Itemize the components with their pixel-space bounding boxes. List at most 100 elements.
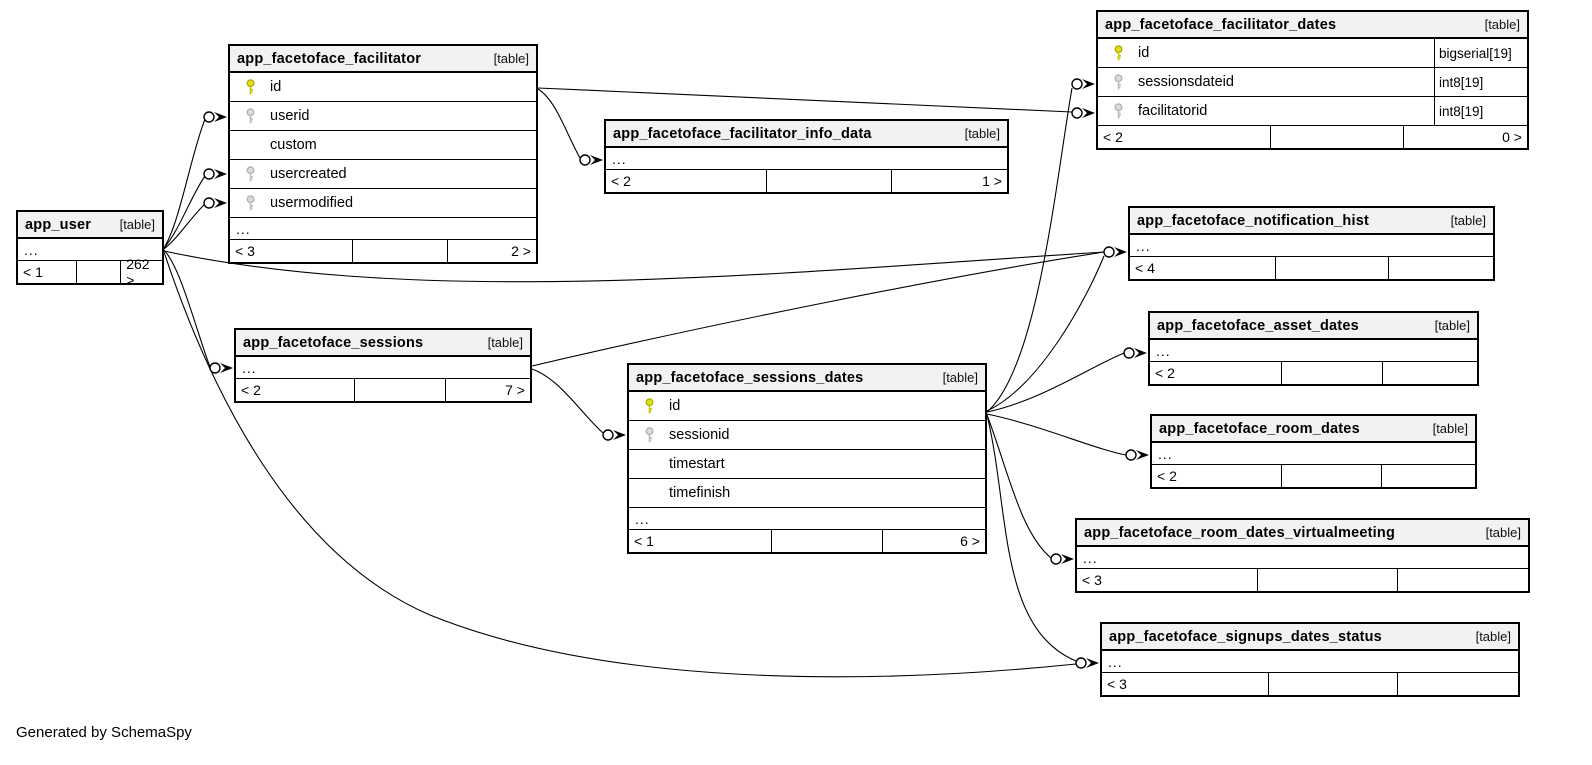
footer-middle [1268,673,1397,695]
foreign-key-icon [230,107,270,125]
table-title: app_user [25,216,92,233]
column-datatype: int8[19] [1434,68,1527,96]
foreign-key-icon [1098,102,1138,120]
connector-signups [1075,657,1099,669]
connector-virtualmeeting [1050,553,1074,565]
column-row-custom: custom [230,131,536,160]
table-header[interactable]: app_facetoface_room_dates_virtualmeeting… [1077,520,1528,547]
connector-notification [1103,246,1127,258]
column-row-usercreated: usercreated [230,160,536,189]
column-row-ellipsis: ... [1152,443,1475,465]
primary-key-icon [1098,44,1138,62]
foreign-key-icon [230,194,270,212]
table-type-label: [table] [1485,525,1521,540]
footer-middle [1275,257,1388,279]
footer-middle [75,261,121,283]
table-header[interactable]: app_facetoface_facilitator_info_data [ta… [606,121,1007,148]
connector-facilitatordates-sessionsdateid [1071,78,1095,90]
column-row-timestart: timestart [629,450,985,479]
column-datatype: int8[19] [1434,97,1527,125]
edge-sessionsdates-facilitatordates [986,87,1073,413]
table-header[interactable]: app_facetoface_sessions_dates [table] [629,365,985,392]
column-row-id: id [629,392,985,421]
table-header[interactable]: app_facetoface_notification_hist [table] [1130,208,1493,235]
table-header[interactable]: app_facetoface_sessions [table] [236,330,530,357]
table-footer: < 2 7 > [236,379,530,401]
table-type-label: [table] [1475,629,1511,644]
table-app_facetoface_facilitator: app_facetoface_facilitator [table] id us… [228,44,538,264]
parents-count: < 2 [1155,365,1175,381]
connector-assetdates [1123,347,1147,359]
column-row-ellipsis: ... [1130,235,1493,257]
table-title: app_facetoface_room_dates_virtualmeeting [1084,524,1395,541]
table-type-label: [table] [493,51,529,66]
edge-user-sessions [163,249,211,368]
column-row-ellipsis: ... [629,508,985,530]
table-footer: < 2 [1150,362,1477,384]
edge-user-facilitator-userid [163,118,206,249]
children-count [1382,362,1477,384]
edge-sessionsdates-notification [986,255,1105,412]
table-type-label: [table] [119,217,155,232]
connector-facilitatordates-facilitatorid [1071,107,1095,119]
children-count [1387,257,1493,279]
column-row-id: id bigserial[19] [1098,39,1527,68]
column-row-sessionsdateid: sessionsdateid int8[19] [1098,68,1527,97]
table-footer: < 3 [1077,569,1528,591]
parents-count: < 2 [241,382,261,398]
column-row-timefinish: timefinish [629,479,985,508]
edge-user-notification [163,250,1105,283]
parents-count: < 2 [1157,468,1177,484]
footer-middle [1280,362,1382,384]
table-header[interactable]: app_facetoface_facilitator [table] [230,46,536,73]
table-title: app_facetoface_facilitator_info_data [613,125,872,142]
parents-count: < 3 [235,243,255,259]
column-row-ellipsis: ... [606,148,1007,170]
table-header[interactable]: app_facetoface_room_dates [table] [1152,416,1475,443]
table-title: app_facetoface_sessions_dates [636,369,864,386]
foreign-key-icon [629,426,669,444]
table-type-label: [table] [1484,17,1520,32]
connector-facilitator-usermodified [203,197,227,209]
table-header[interactable]: app_facetoface_asset_dates [table] [1150,313,1477,340]
table-footer: < 1 262 > [18,256,162,288]
edge-facilitator-infodata [537,88,581,159]
children-count: 262 > [120,256,162,288]
edge-sessionsdates-signups [986,414,1077,662]
column-row-sessionid: sessionid [629,421,985,450]
foreign-key-icon [230,165,270,183]
table-footer: < 3 2 > [230,240,536,262]
table-app_facetoface_signups_dates_status: app_facetoface_signups_dates_status [tab… [1100,622,1520,697]
parents-count: < 4 [1135,260,1155,276]
crowfoot-connectors [203,78,1149,669]
table-app_facetoface_facilitator_info_data: app_facetoface_facilitator_info_data [ta… [604,119,1009,194]
children-count [1397,673,1518,695]
column-row-ellipsis: ... [1150,340,1477,362]
children-count: 7 > [444,379,530,401]
edge-user-facilitator-usercreated [163,175,206,249]
table-app_facetoface_notification_hist: app_facetoface_notification_hist [table]… [1128,206,1495,281]
children-count: 0 > [1402,126,1527,148]
column-row-usermodified: usermodified [230,189,536,218]
edge-user-signups [163,251,1077,678]
footer-middle [352,240,447,262]
table-app_facetoface_asset_dates: app_facetoface_asset_dates [table] ... <… [1148,311,1479,386]
parents-count: < 2 [611,173,631,189]
connector-roomdates [1125,449,1149,461]
edge-sessions-notification [531,251,1105,367]
connector-sessions [209,362,233,374]
table-header[interactable]: app_facetoface_facilitator_dates [table] [1098,12,1527,39]
edge-sessionsdates-virtualmeeting [986,414,1052,559]
table-app_user-header[interactable]: app_user [table] [18,212,162,239]
table-type-label: [table] [487,335,523,350]
table-type-label: [table] [1432,421,1468,436]
table-title: app_facetoface_notification_hist [1137,212,1370,229]
children-count [1381,465,1475,487]
table-header[interactable]: app_facetoface_signups_dates_status [tab… [1102,624,1518,651]
column-row-id: id [230,73,536,102]
table-app_facetoface_room_dates_virtualmeeting: app_facetoface_room_dates_virtualmeeting… [1075,518,1530,593]
connector-facilitator-usercreated [203,168,227,180]
table-footer: < 3 [1102,673,1518,695]
